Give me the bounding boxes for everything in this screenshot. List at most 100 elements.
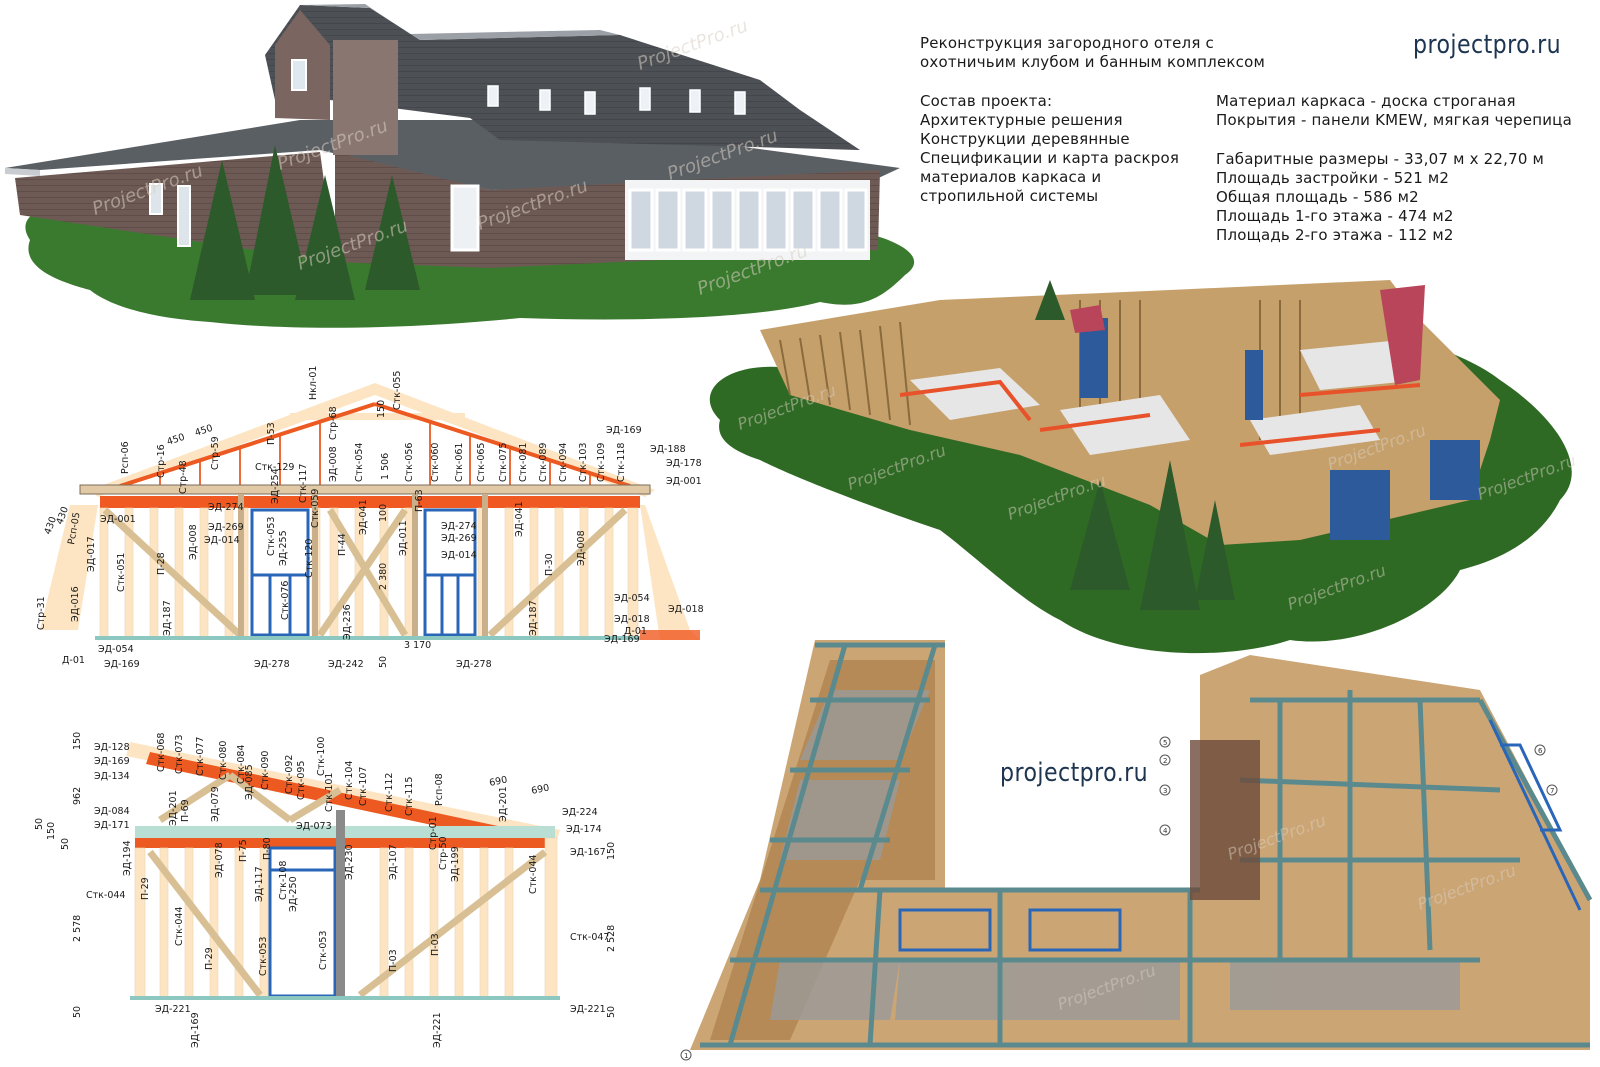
- label: Стк-076: [280, 581, 291, 620]
- ceiling-plate: [135, 826, 555, 838]
- label: ЭД-224: [562, 807, 598, 818]
- label: Стк-100: [316, 737, 327, 776]
- gable-wall: [275, 10, 330, 120]
- label: Стк-073: [174, 735, 185, 774]
- label: ЭД-054: [614, 593, 650, 604]
- label: ЭД-001: [666, 476, 702, 487]
- label: 690: [530, 782, 550, 797]
- brand-logo-middle: projectpro.ru: [1000, 758, 1149, 788]
- svg-text:ProjectPro.ru: ProjectPro.ru: [275, 115, 391, 174]
- label: 430: [42, 515, 59, 536]
- right-wing-wall: [335, 152, 880, 268]
- project-title-line-1: Реконструкция загородного отеля с: [920, 34, 1214, 52]
- label: Стк-044: [86, 890, 125, 901]
- left-wing-wall: [15, 152, 335, 262]
- label: Стк-101: [324, 773, 335, 812]
- label: ЭД-169: [606, 425, 642, 436]
- label: 50: [606, 1006, 617, 1018]
- label: ЭД-221: [570, 1004, 606, 1015]
- label: ЭД-171: [94, 820, 130, 831]
- label: Стк-044: [528, 855, 539, 894]
- label: ЭД-274: [208, 502, 244, 513]
- svg-text:ProjectPro.ru: ProjectPro.ru: [665, 125, 781, 184]
- label: П-03: [388, 949, 399, 972]
- spec-frame-material: Материал каркаса - доска строганая: [1216, 92, 1516, 110]
- label: 50: [72, 1006, 83, 1018]
- label: ЭД-169: [104, 659, 140, 670]
- label: Стк-104: [344, 761, 355, 800]
- label: ЭД-269: [441, 533, 477, 544]
- label: Стр-59: [210, 436, 221, 470]
- label: ЭД-242: [328, 659, 364, 670]
- label: ЭД-199: [450, 846, 461, 882]
- entrance-door: [450, 184, 480, 252]
- svg-text:ProjectPro.ru: ProjectPro.ru: [1415, 861, 1518, 914]
- label: ЭД-041: [514, 501, 525, 537]
- label: ЭД-018: [614, 614, 650, 625]
- label: 50: [34, 818, 45, 830]
- label: ЭД-187: [528, 600, 539, 636]
- window-band: [625, 180, 870, 260]
- label: 690: [488, 774, 508, 789]
- label: ЭД-001: [100, 514, 136, 525]
- label: Стр-31: [36, 596, 47, 630]
- header-beam-2: [135, 838, 555, 848]
- label: ЭД-073: [296, 821, 332, 832]
- label: ЭД-041: [358, 499, 369, 535]
- label: ЭД-079: [210, 786, 221, 822]
- label: ЭД-085: [244, 764, 255, 800]
- svg-text:ProjectPro.ru: ProjectPro.ru: [1475, 451, 1578, 504]
- label: ЭД-221: [155, 1004, 191, 1015]
- label: ЭД-016: [70, 586, 81, 622]
- frame-beams: [700, 642, 1593, 1048]
- rafter-chord: [126, 742, 560, 843]
- orange-beams: [899, 379, 1421, 447]
- brand-logo-top: projectpro.ru: [1413, 30, 1562, 60]
- label: ЭД-134: [94, 771, 130, 782]
- label: ЭД-008: [188, 524, 199, 560]
- label: Стк-118: [616, 443, 627, 482]
- label: ЭД-018: [668, 604, 704, 615]
- label: 2 578: [72, 915, 83, 942]
- project-title-line-2: охотничьим клубом и банным комплексом: [920, 53, 1265, 71]
- opening-frames: [250, 508, 477, 637]
- label: 150: [376, 400, 387, 418]
- composition-item: Архитектурные решения: [920, 111, 1123, 129]
- bottom-plate-2: [130, 996, 560, 1000]
- label: Нкл-01: [308, 366, 319, 400]
- composition-item: материалов каркаса и: [920, 168, 1102, 186]
- label: ЭД-250: [288, 876, 299, 912]
- label: ЭД-274: [441, 521, 477, 532]
- label: П-29: [204, 947, 215, 970]
- label: ЭД-169: [94, 756, 130, 767]
- label: Стк-117: [298, 464, 309, 503]
- label: 50: [378, 656, 389, 668]
- label: Стк-056: [404, 443, 415, 482]
- label: ЭД-169: [190, 1012, 201, 1048]
- label: ЭД-254: [270, 468, 281, 504]
- axis-label: 2: [1163, 757, 1167, 765]
- label: Стк-047: [570, 932, 609, 943]
- svg-text:ProjectPro.ru: ProjectPro.ru: [735, 381, 838, 434]
- svg-text:ProjectPro.ru: ProjectPro.ru: [295, 215, 411, 274]
- chimney-wall: [333, 40, 398, 155]
- label: ЭД-269: [208, 522, 244, 533]
- label: ЭД-174: [566, 824, 602, 835]
- label: ЭД-221: [432, 1012, 443, 1048]
- label: ЭД-178: [666, 458, 702, 469]
- frame-trees: [1035, 280, 1235, 610]
- roof-top-chord: [90, 383, 655, 497]
- label: Стк-081: [518, 443, 529, 482]
- label: Стк-092: [284, 755, 295, 794]
- label: Стк-055: [392, 371, 403, 410]
- svg-text:ProjectPro.ru: ProjectPro.ru: [90, 160, 206, 219]
- label: ЭД-236: [342, 604, 353, 640]
- label: Стк-053: [258, 937, 269, 976]
- steel-post: [336, 810, 345, 998]
- roof-tiles: [1070, 285, 1425, 385]
- label: ЭД-008: [576, 530, 587, 566]
- label: Стк-053: [318, 931, 329, 970]
- label: ЭД-187: [162, 600, 173, 636]
- label: 100: [378, 504, 389, 522]
- label: 1 506: [380, 453, 391, 480]
